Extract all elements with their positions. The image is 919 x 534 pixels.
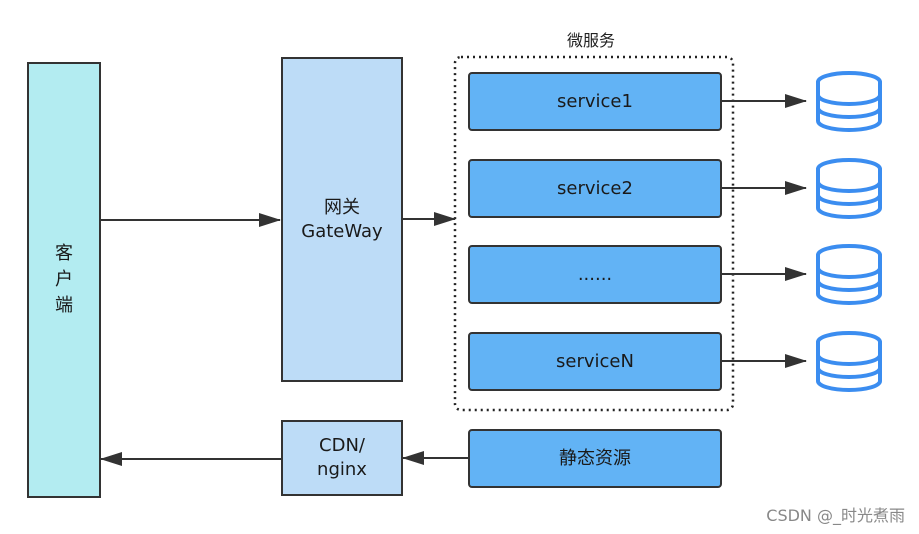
microservice-group-label: 微服务: [567, 31, 616, 50]
database-icon: [816, 71, 882, 132]
service-box-n: serviceN: [468, 332, 722, 391]
database-icon: [816, 331, 882, 392]
cdn-nginx-box: CDN/ nginx: [281, 420, 403, 496]
service-label: service2: [557, 177, 633, 199]
cdn-label-line1: CDN/: [319, 435, 365, 456]
service-box-2: service2: [468, 159, 722, 218]
gateway-label-line2: GateWay: [301, 220, 383, 242]
database-icon: [816, 244, 882, 305]
watermark: CSDN @_时光煮雨: [766, 506, 905, 525]
client-box: 客户端: [27, 62, 101, 498]
service-box-1: service1: [468, 72, 722, 131]
service-label: service1: [557, 90, 633, 112]
service-label: serviceN: [556, 350, 634, 372]
service-box-3: ......: [468, 245, 722, 304]
gateway-box: 网关 GateWay: [281, 57, 403, 382]
static-resources-box: 静态资源: [468, 429, 722, 488]
cdn-label-line2: nginx: [317, 459, 367, 480]
client-label: 客户端: [55, 243, 73, 316]
static-resources-label: 静态资源: [559, 447, 631, 469]
database-icon: [816, 158, 882, 219]
microservice-group-border: [453, 55, 735, 412]
service-label: ......: [577, 263, 613, 285]
gateway-label-line1: 网关: [324, 196, 360, 218]
